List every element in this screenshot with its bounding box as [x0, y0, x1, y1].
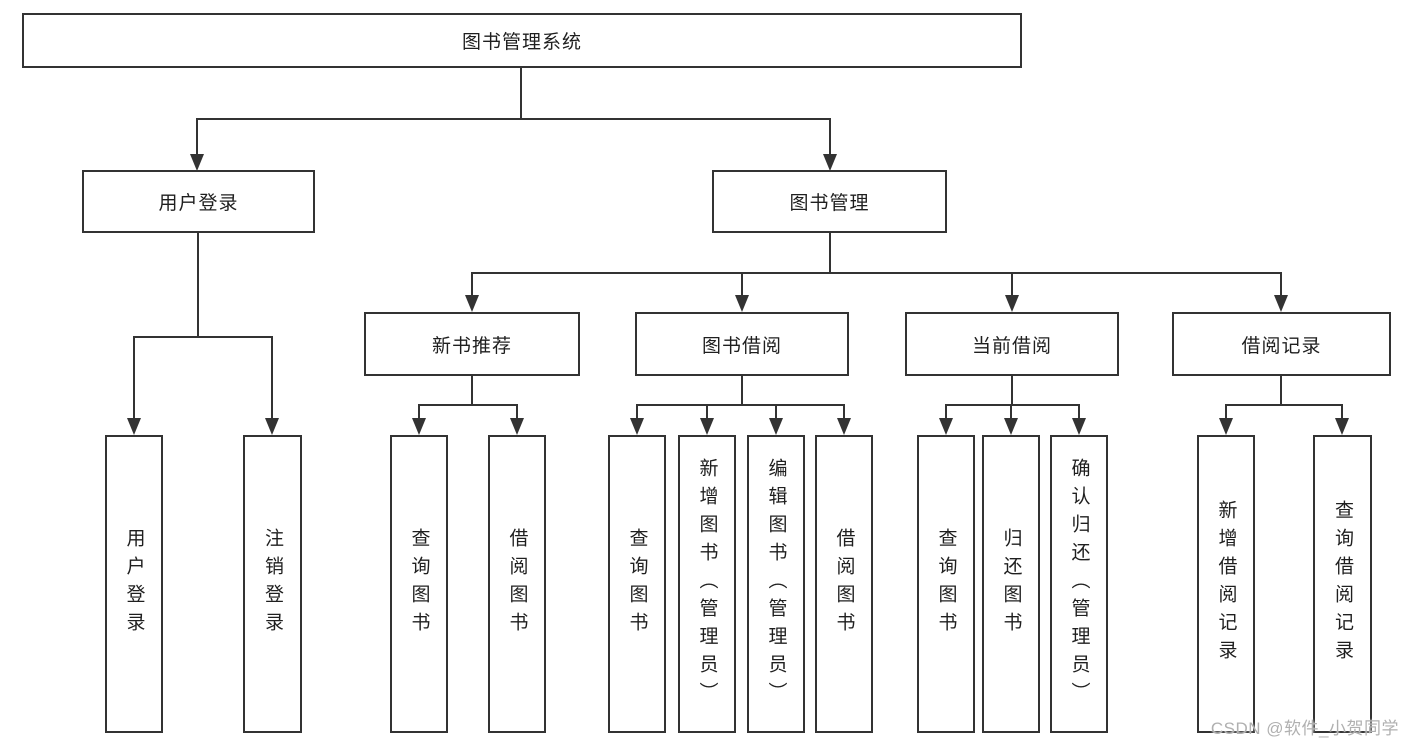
connector-line — [945, 404, 947, 419]
leaf-add-books-admin: 新增图书（管理员） — [678, 435, 736, 733]
connector-line — [520, 68, 522, 120]
leaf-label: 注销登录 — [262, 528, 283, 640]
leaf-label: 借阅图书 — [833, 528, 855, 640]
arrow-down-icon — [1219, 418, 1233, 435]
leaf-label: 借阅图书 — [506, 528, 528, 640]
arrow-down-icon — [735, 295, 749, 312]
leaf-label: 编辑图书（管理员） — [765, 458, 787, 710]
leaf-query-books-recommend: 查询图书 — [390, 435, 448, 733]
arrow-down-icon — [127, 418, 141, 435]
connector-line — [843, 404, 845, 419]
connector-line — [1341, 404, 1343, 419]
connector-line — [741, 376, 743, 406]
leaf-label: 查询借阅记录 — [1332, 500, 1353, 668]
connector-line — [945, 404, 1080, 406]
leaf-label: 新增借阅记录 — [1215, 500, 1237, 668]
leaf-label: 查询图书 — [626, 528, 648, 640]
connector-line — [1280, 272, 1282, 296]
connector-line — [829, 118, 831, 156]
connector-line — [775, 404, 777, 419]
connector-line — [471, 376, 473, 406]
connector-line — [471, 272, 1282, 274]
arrow-down-icon — [700, 418, 714, 435]
connector-line — [1011, 376, 1013, 406]
node-user-login: 用户登录 — [82, 170, 315, 233]
connector-line — [1011, 272, 1013, 296]
leaf-query-borrow-record: 查询借阅记录 — [1313, 435, 1372, 733]
connector-line — [706, 404, 708, 419]
leaf-label: 查询图书 — [935, 528, 957, 640]
connector-line — [196, 118, 831, 120]
csdn-watermark: CSDN @软件_小贺同学 — [1210, 719, 1399, 738]
arrow-down-icon — [837, 418, 851, 435]
leaf-query-books-borrow: 查询图书 — [608, 435, 666, 733]
connector-line — [516, 404, 518, 419]
connector-line — [197, 233, 199, 338]
connector-line — [1010, 404, 1012, 419]
arrow-down-icon — [769, 418, 783, 435]
node-borrow-records: 借阅记录 — [1172, 312, 1391, 376]
leaf-label: 归还图书 — [1000, 528, 1022, 640]
connector-line — [1225, 404, 1343, 406]
connector-line — [829, 233, 831, 273]
connector-line — [133, 336, 135, 419]
connector-line — [196, 118, 198, 156]
arrow-down-icon — [412, 418, 426, 435]
leaf-label: 新增图书（管理员） — [696, 458, 718, 710]
node-new-book-recommend: 新书推荐 — [364, 312, 580, 376]
leaf-return-books: 归还图书 — [982, 435, 1040, 733]
arrow-down-icon — [939, 418, 953, 435]
connector-line — [1280, 376, 1282, 406]
leaf-label: 查询图书 — [408, 528, 430, 640]
connector-line — [418, 404, 420, 419]
leaf-label: 确认归还（管理员） — [1068, 458, 1090, 710]
arrow-down-icon — [265, 418, 279, 435]
connector-line — [471, 272, 473, 296]
connector-line — [133, 336, 273, 338]
arrow-down-icon — [1274, 295, 1288, 312]
connector-line — [636, 404, 845, 406]
node-book-borrow: 图书借阅 — [635, 312, 849, 376]
arrow-down-icon — [630, 418, 644, 435]
leaf-label: 用户登录 — [123, 528, 145, 640]
leaf-borrow-books: 借阅图书 — [815, 435, 873, 733]
node-book-management: 图书管理 — [712, 170, 947, 233]
arrow-down-icon — [510, 418, 524, 435]
arrow-down-icon — [1072, 418, 1086, 435]
node-current-borrow: 当前借阅 — [905, 312, 1119, 376]
leaf-confirm-return-admin: 确认归还（管理员） — [1050, 435, 1108, 733]
leaf-borrow-books-recommend: 借阅图书 — [488, 435, 546, 733]
leaf-user-login: 用户登录 — [105, 435, 163, 733]
leaf-add-borrow-record: 新增借阅记录 — [1197, 435, 1255, 733]
connector-line — [271, 336, 273, 419]
connector-line — [1225, 404, 1227, 419]
arrow-down-icon — [190, 154, 204, 171]
arrow-down-icon — [823, 154, 837, 171]
leaf-logout: 注销登录 — [243, 435, 302, 733]
connector-line — [636, 404, 638, 419]
leaf-query-books-current: 查询图书 — [917, 435, 975, 733]
arrow-down-icon — [1004, 418, 1018, 435]
arrow-down-icon — [1335, 418, 1349, 435]
arrow-down-icon — [1005, 295, 1019, 312]
connector-line — [418, 404, 518, 406]
connector-line — [741, 272, 743, 296]
node-root-system: 图书管理系统 — [22, 13, 1022, 68]
leaf-edit-books-admin: 编辑图书（管理员） — [747, 435, 805, 733]
connector-line — [1078, 404, 1080, 419]
arrow-down-icon — [465, 295, 479, 312]
